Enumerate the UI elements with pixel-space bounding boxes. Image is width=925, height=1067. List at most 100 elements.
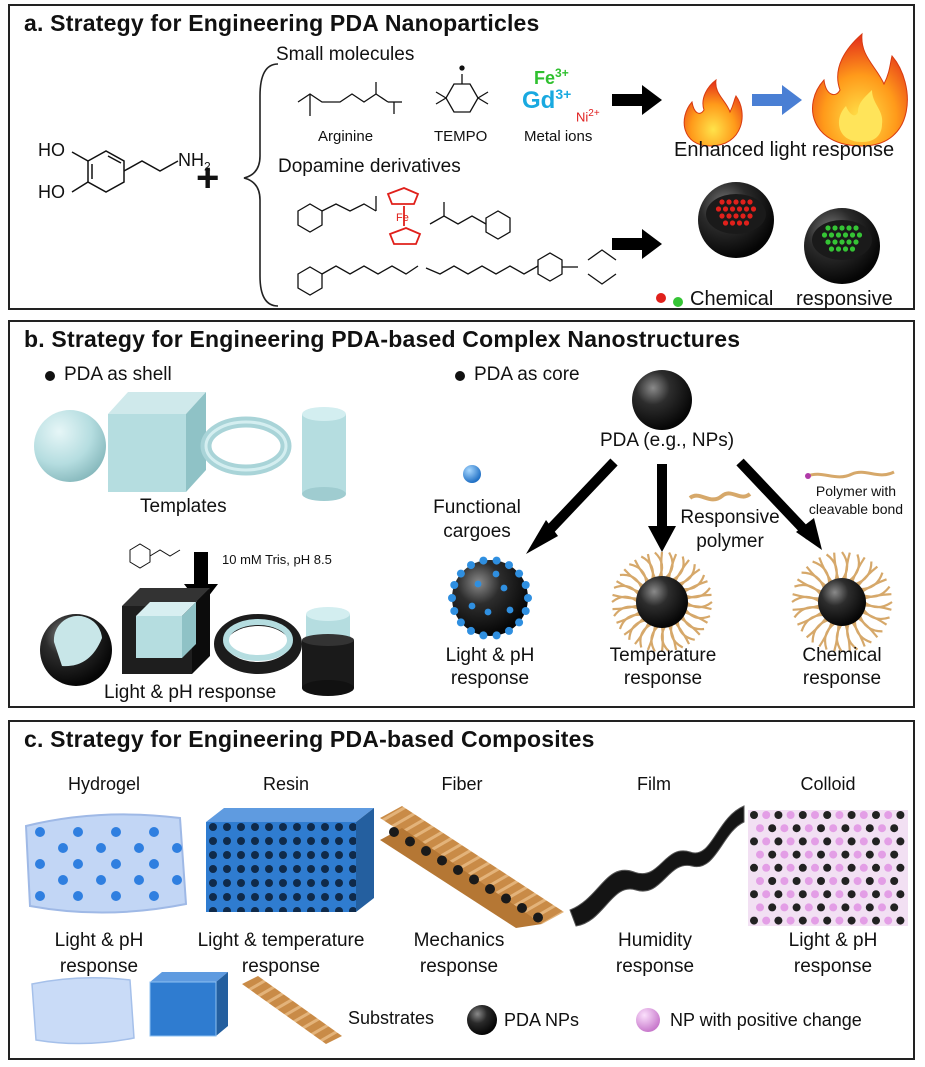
colloid-particle <box>890 877 899 885</box>
arrow-to-light <box>612 85 662 115</box>
legend-np-positive-label: NP with positive change <box>670 1010 862 1030</box>
colloid-particle <box>762 863 771 872</box>
fiber-rope <box>380 806 564 928</box>
derivatives-heading: Dopamine derivatives <box>278 156 461 177</box>
hydrogel-dots <box>35 827 182 901</box>
polymer-chain <box>844 623 851 652</box>
colloid-particle <box>853 903 862 912</box>
polymer-chain <box>646 553 657 580</box>
polymer-chain <box>861 610 888 626</box>
green-dot <box>832 225 838 231</box>
colloid-particle <box>804 850 813 859</box>
colloid-particle <box>817 850 825 859</box>
green-dot <box>828 232 835 238</box>
colloid-particle <box>890 903 899 912</box>
green-dot <box>853 225 859 231</box>
hydrogel-particle <box>149 891 159 901</box>
red-dot <box>715 206 722 212</box>
green-dot <box>839 239 845 245</box>
colloid-particle <box>859 916 868 925</box>
colloid-particle <box>823 811 832 819</box>
colloid-particle <box>853 824 862 833</box>
panel-c-title: c. Strategy for Engineering PDA-based Co… <box>24 726 595 752</box>
legend-substrates-label: Substrates <box>348 1008 435 1028</box>
legend-resin <box>149 972 228 1037</box>
polymer-chain <box>683 610 709 624</box>
polymer-chain <box>660 625 664 653</box>
polymer-chain <box>667 553 678 580</box>
template-sphere <box>34 410 106 482</box>
colloid-particle <box>835 811 844 819</box>
green-dot <box>846 239 852 245</box>
red-dot <box>740 199 746 205</box>
colloid-particle <box>786 916 795 925</box>
shell-heading: PDA as shell <box>64 364 172 385</box>
product-cargo-core <box>452 560 528 636</box>
dopamine-ho-top: HO <box>38 140 65 160</box>
cargo-dot <box>467 626 475 635</box>
colloid-particle <box>817 824 825 833</box>
colloid-particle <box>798 811 807 819</box>
colloid-particle <box>847 837 856 846</box>
colloid-particle <box>762 837 771 846</box>
polymer-chain <box>633 559 650 583</box>
colloid-particle <box>786 863 795 872</box>
cargo-dot <box>505 561 513 570</box>
blue-arrow <box>752 85 802 115</box>
colloid-particle <box>896 811 905 819</box>
colloid-particle <box>835 890 844 899</box>
colloid-particle <box>872 916 880 925</box>
red-dot <box>747 213 753 219</box>
red-dot <box>736 206 743 212</box>
polymer-chain <box>805 616 828 639</box>
polymer-chain <box>612 593 639 600</box>
colloid-particle <box>841 850 850 859</box>
legend-pda-np <box>467 1005 497 1035</box>
cargo-dot <box>484 608 492 616</box>
colloid-particle <box>798 863 807 872</box>
fiber-pda-np <box>533 912 543 923</box>
small-flame-icon <box>683 78 743 147</box>
dopamine-mini-structure <box>129 543 181 569</box>
colloid-particle <box>774 890 783 899</box>
legend-pink-np <box>636 1008 660 1032</box>
polymer-chain <box>685 593 712 600</box>
colloid-particle <box>798 837 807 846</box>
panel-b-title: b. Strategy for Engineering PDA-based Co… <box>24 326 741 352</box>
large-flame-icon <box>812 32 908 147</box>
colloid-particle <box>878 903 886 912</box>
fiber-pda-np <box>389 827 399 837</box>
cargo-dot <box>479 556 488 565</box>
colloid-particle <box>878 850 886 859</box>
polymer-chain <box>797 611 824 626</box>
colloid-particle <box>792 877 801 885</box>
condition-label: 10 mM Tris, pH 8.5 <box>222 552 332 567</box>
colloid-particle <box>829 903 838 912</box>
red-dot <box>726 199 732 205</box>
colloid-particle <box>811 863 819 872</box>
polymer-chain <box>860 578 887 593</box>
green-dot <box>835 232 842 238</box>
colloid-particle <box>750 863 758 872</box>
red-dot <box>733 199 739 205</box>
red-dot <box>722 206 729 212</box>
colloid-particle <box>750 837 758 846</box>
colloid-particle <box>878 824 886 833</box>
composite-name-3: Fiber <box>441 774 483 794</box>
polymer-chain <box>796 578 823 594</box>
colloid-particle <box>774 837 783 846</box>
legend-pda-nps-label: PDA NPs <box>504 1010 580 1030</box>
legend-red-dot <box>656 293 666 303</box>
shell-sphere <box>40 614 112 686</box>
composite-name-1: Hydrogel <box>67 774 141 794</box>
green-dot <box>825 225 831 231</box>
colloid-particle <box>823 837 832 846</box>
tempo-label: TEMPO <box>434 128 488 145</box>
colloid-particle <box>811 837 819 846</box>
polymer-chain <box>623 616 645 636</box>
composite-name-4: Film <box>637 774 671 794</box>
